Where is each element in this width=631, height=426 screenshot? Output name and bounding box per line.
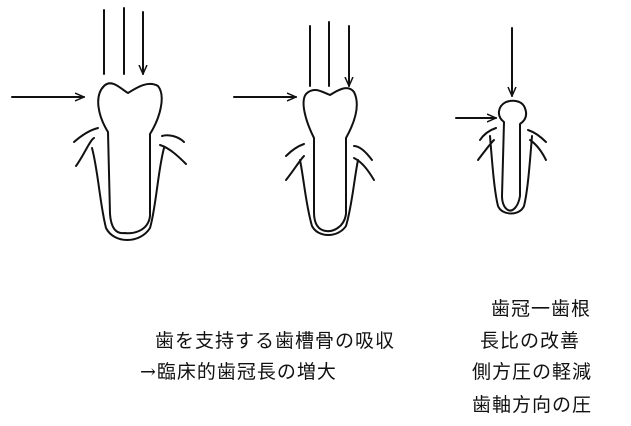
axial-pressure-label: 歯軸方向の圧 [472,394,592,416]
lateral-pressure-reduction-label: 側方圧の軽減 [472,361,592,383]
tooth-crown-outline [499,101,526,211]
root-canal-outline [300,160,358,235]
vertical-force-arrows [104,8,143,74]
bone-resorption-label: 歯を支持する歯槽骨の吸収 [155,330,395,352]
tooth-crown-outline [98,83,161,233]
normal-tooth [12,8,186,240]
reduced-crown-tooth [456,28,546,214]
root-canal-outline [92,148,164,240]
vertical-force-arrows [310,22,349,86]
crown-length-increase-label: →臨床的歯冠長の増大 [140,361,337,383]
root-canal-outline [490,136,532,214]
crown-root-ratio-label: 歯冠一歯根 [491,298,591,320]
ratio-improvement-label: 長比の改善 [480,330,580,352]
gingiva-left [478,128,496,160]
resorbed-bone-tooth [234,22,374,235]
